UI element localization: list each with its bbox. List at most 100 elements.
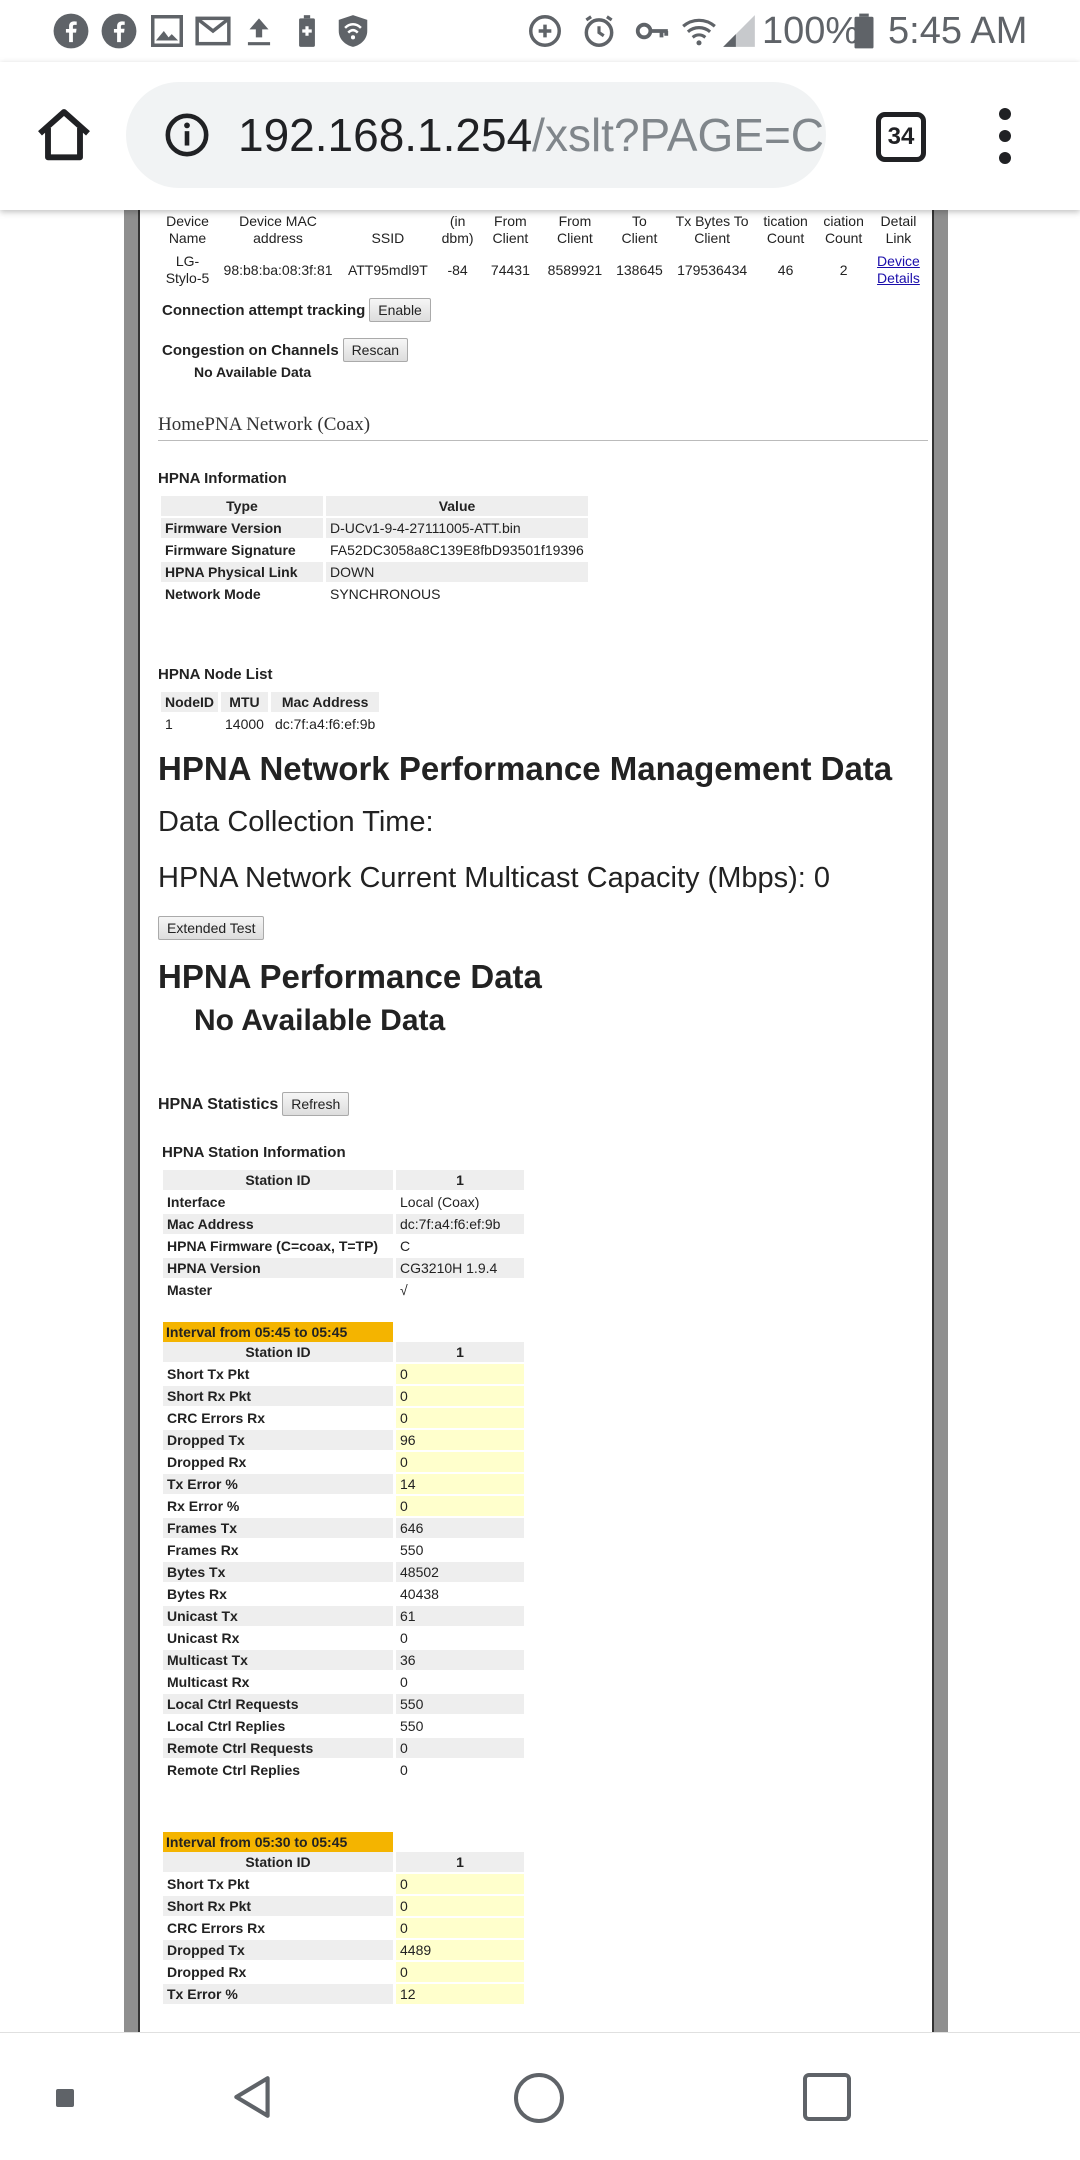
column-header-text: tication <box>763 213 808 229</box>
stat-value: 0 <box>396 1364 524 1384</box>
stat-label: Master <box>163 1280 393 1300</box>
dbm-cell: -84 <box>447 261 468 278</box>
stat-label: Unicast Rx <box>163 1628 393 1648</box>
device-name-line1: LG- <box>175 253 200 269</box>
data-collection-time: Data Collection Time: <box>158 806 434 838</box>
stat-value: 550 <box>396 1540 524 1560</box>
ssid-cell: ATT95mdl9T <box>347 261 428 278</box>
stat-label: Mac Address <box>163 1214 393 1234</box>
url-path: /xslt?PAGE=C <box>532 109 825 161</box>
stat-value: 4489 <box>396 1940 524 1960</box>
home-nav-icon[interactable] <box>514 2073 564 2123</box>
stat-value: 14 <box>396 1474 524 1494</box>
table-row: Tx Error %14 <box>163 1474 524 1494</box>
refresh-button[interactable]: Refresh <box>282 1092 350 1116</box>
column-header-text: Client <box>621 230 658 246</box>
alarm-icon <box>580 12 618 50</box>
table-row: HPNA Firmware (C=coax, T=TP)C <box>163 1236 524 1256</box>
stat-label: Short Tx Pkt <box>163 1874 393 1894</box>
stat-label: Rx Error % <box>163 1496 393 1516</box>
column-header-text: Frames <box>616 210 663 212</box>
stat-value: 0 <box>396 1738 524 1758</box>
rescan-button[interactable]: Rescan <box>342 338 409 362</box>
tab-switcher-button[interactable]: 34 <box>876 112 926 162</box>
stat-label: CRC Errors Rx <box>163 1918 393 1938</box>
table-row: LG-Stylo-5 98:b8:ba:08:3f:81 ATT95mdl9T … <box>161 251 925 289</box>
column-header-text: ciation <box>823 213 864 229</box>
column-header-text: Count <box>824 230 863 246</box>
stat-value: 36 <box>396 1650 524 1670</box>
extended-test-button[interactable]: Extended Test <box>158 916 265 940</box>
stat-value: 0 <box>396 1496 524 1516</box>
stat-value: CG3210H 1.9.4 <box>396 1258 524 1278</box>
column-header-text: Detail <box>880 213 917 229</box>
info-icon[interactable] <box>164 112 210 158</box>
station-id-label: Station ID <box>163 1170 393 1190</box>
station-id-value: 1 <box>396 1852 524 1872</box>
device-name-line2: Stylo-5 <box>165 270 210 286</box>
column-header-text: address <box>253 230 303 246</box>
perf-mgmt-title: HPNA Network Performance Management Data <box>158 750 893 787</box>
stat-label: Multicast Tx <box>163 1650 393 1670</box>
home-icon[interactable] <box>32 104 96 168</box>
back-icon[interactable] <box>228 2069 278 2125</box>
device-name-cell: LG-Stylo-5 <box>161 251 214 289</box>
hpna-node-list-table: NodeID MTU Mac Address 1 14000 dc:7f:a4:… <box>158 690 382 736</box>
signal-icon <box>720 12 758 50</box>
url-bar[interactable]: 192.168.1.254/xslt?PAGE=C <box>126 82 826 188</box>
recent-dot-icon[interactable] <box>56 2089 74 2107</box>
stat-value: 0 <box>396 1918 524 1938</box>
column-header: FramesFromClient <box>481 210 539 249</box>
column-header-text: Device <box>166 213 209 229</box>
stat-value: 61 <box>396 1606 524 1626</box>
hpna-statistics-header: HPNA Statistics Refresh <box>158 1092 350 1116</box>
stat-value: 40438 <box>396 1584 524 1604</box>
value-header: Value <box>326 496 588 516</box>
bytes-to-cell: 179536434 <box>677 261 748 278</box>
overview-icon[interactable] <box>803 2073 851 2121</box>
connection-tracking: Connection attempt tracking Enable <box>162 298 431 322</box>
stat-value: 646 <box>396 1518 524 1538</box>
stat-label: Unicast Tx <box>163 1606 393 1626</box>
stat-value: C <box>396 1236 524 1256</box>
stat-value: 96 <box>396 1430 524 1450</box>
column-header-text: Name <box>168 230 207 246</box>
data-saver-icon <box>526 12 564 50</box>
node-mtu: 14000 <box>221 714 268 734</box>
stat-label: Dropped Tx <box>163 1940 393 1960</box>
table-row: Rx Error %0 <box>163 1496 524 1516</box>
table-row: 1 14000 dc:7f:a4:f6:ef:9b <box>161 714 380 734</box>
battery-saver-icon <box>288 12 326 50</box>
column-header-text: dbm) <box>441 230 474 246</box>
clock: 5:45 AM <box>888 10 1028 52</box>
enable-button[interactable]: Enable <box>369 298 431 322</box>
upload-icon <box>240 12 278 50</box>
stat-label: Short Rx Pkt <box>163 1896 393 1916</box>
stat-value: Local (Coax) <box>396 1192 524 1212</box>
url-text[interactable]: 192.168.1.254/xslt?PAGE=C <box>238 108 824 162</box>
column-header-text: Tx Bytes To <box>675 213 749 229</box>
url-host: 192.168.1.254 <box>238 109 533 161</box>
more-menu-icon[interactable] <box>990 106 1020 166</box>
station-id-label: Station ID <box>163 1342 393 1362</box>
row-value: D-UCv1-9-4-27111005-ATT.bin <box>326 518 588 538</box>
interval-label: Interval from 05:30 to 05:45 <box>163 1832 393 1852</box>
row-key: HPNA Physical Link <box>161 562 323 582</box>
bytes-from-cell: 8589921 <box>547 261 603 278</box>
